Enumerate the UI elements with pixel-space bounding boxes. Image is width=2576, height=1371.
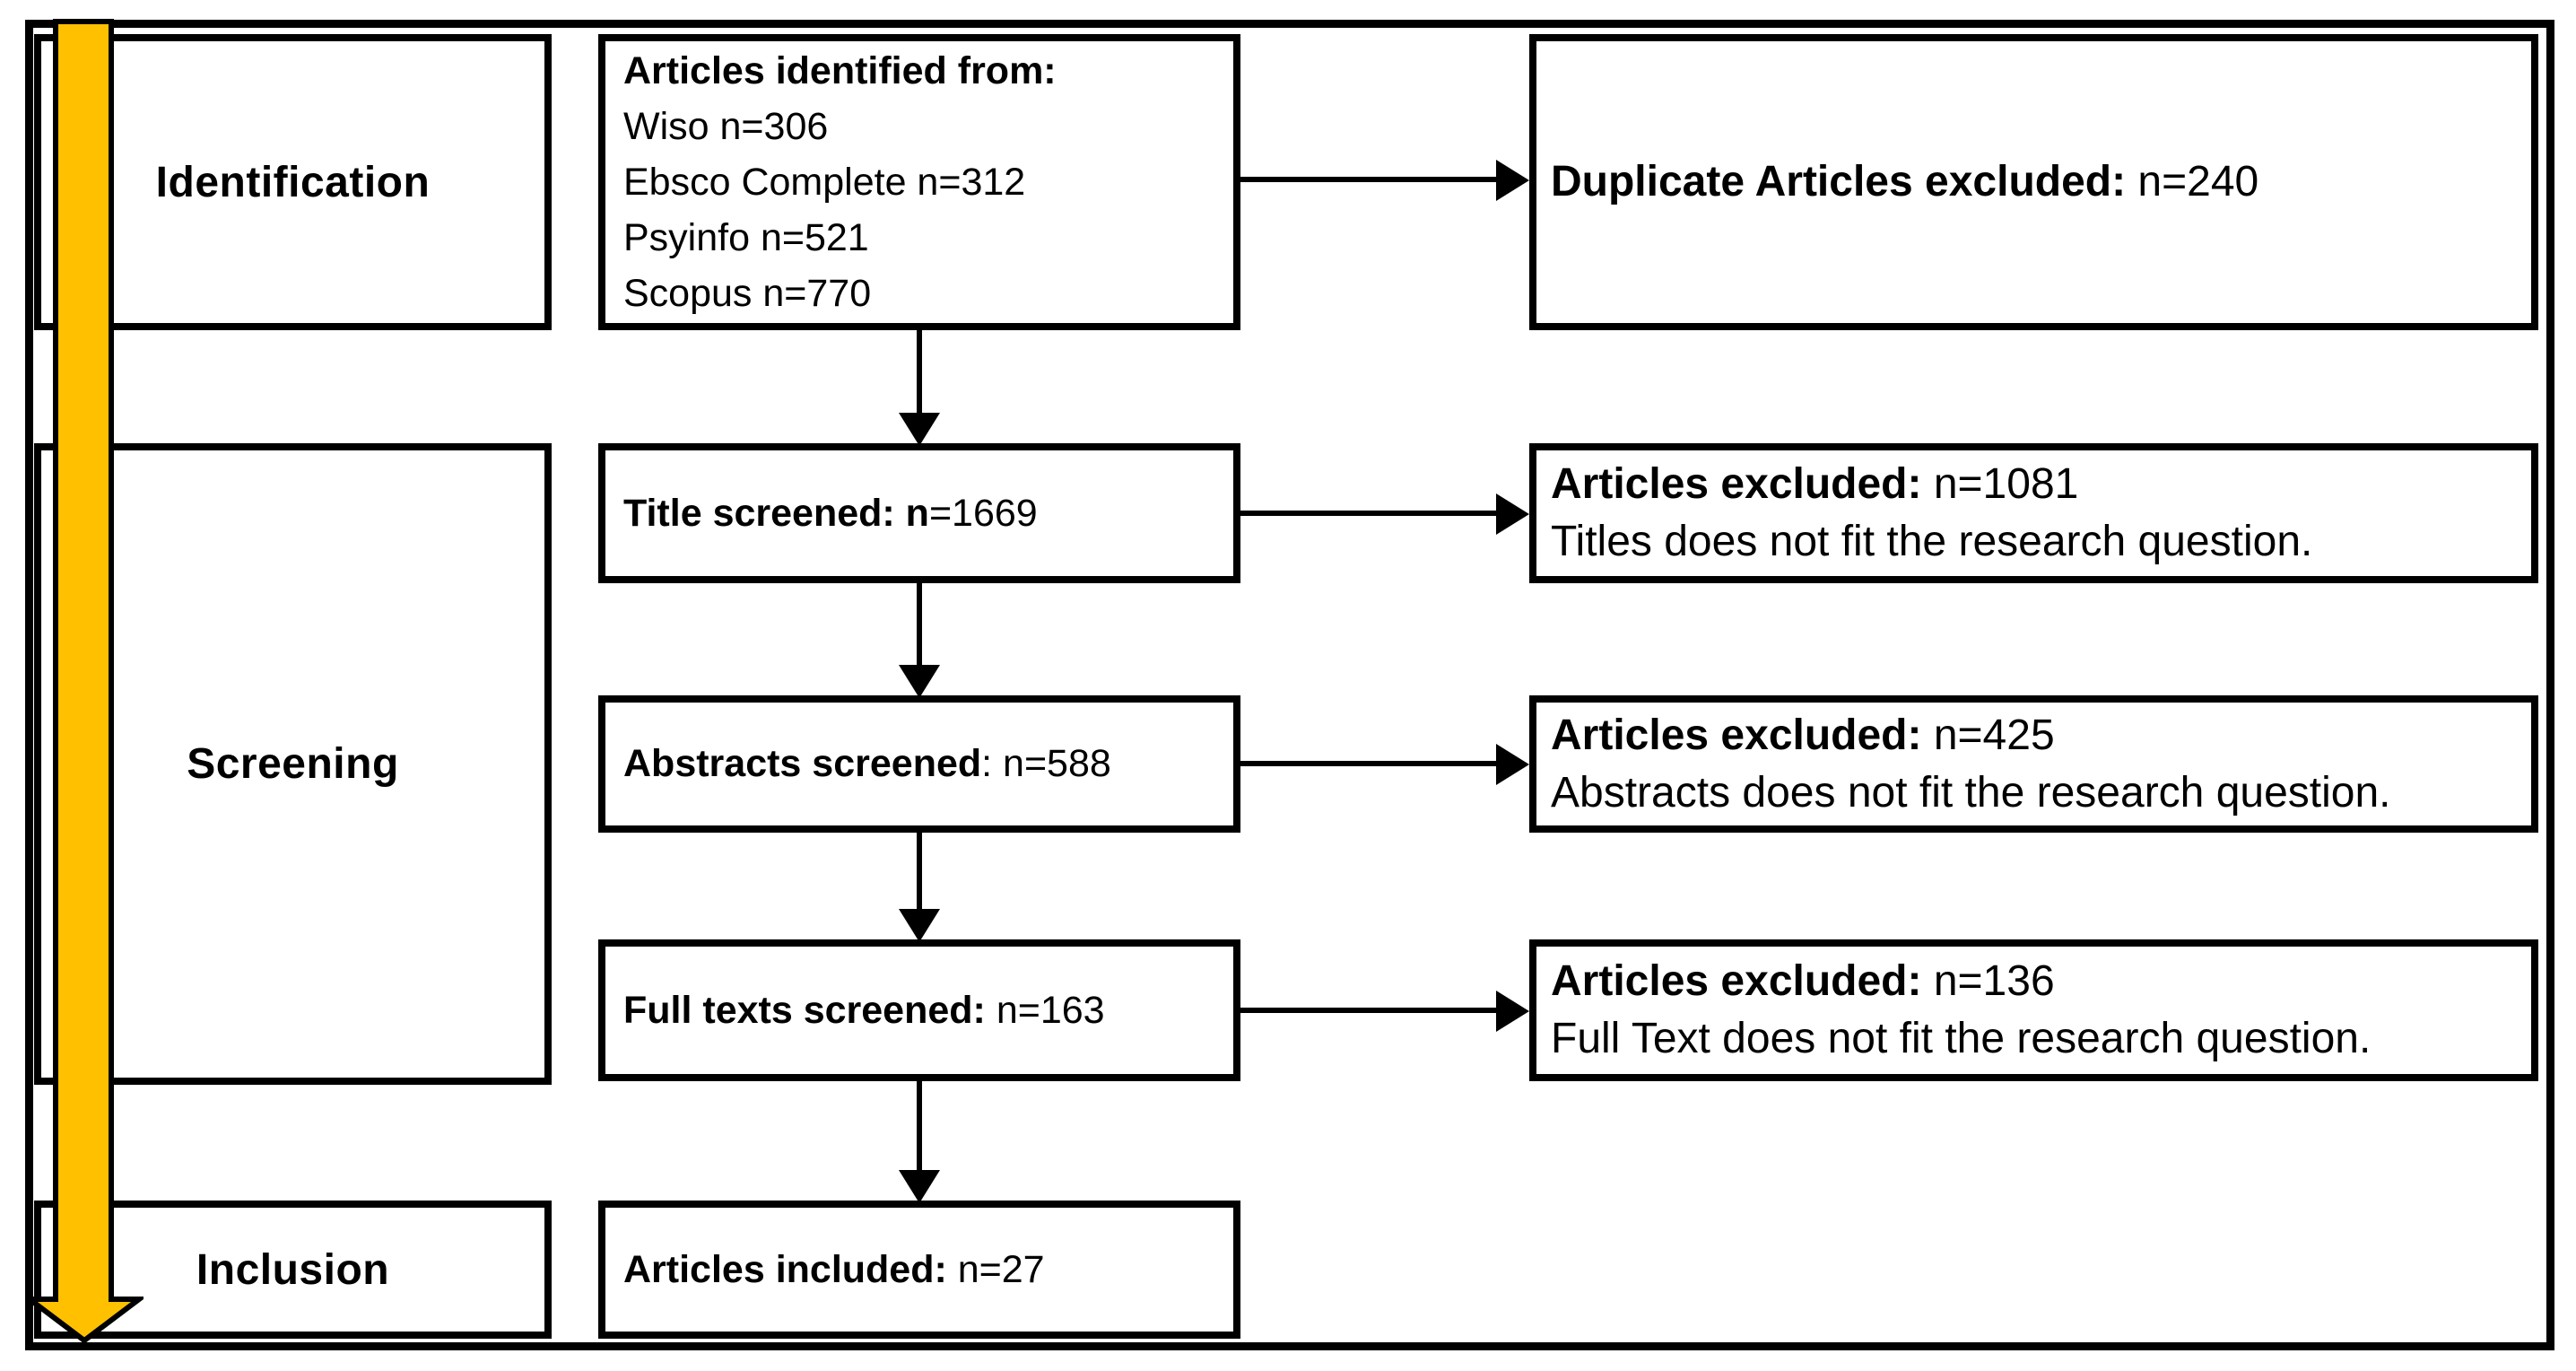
arrowhead-right-2-icon xyxy=(1496,493,1529,535)
abstracts-excluded-reason: Abstracts does not fit the research ques… xyxy=(1551,768,2391,816)
box-title-screened: Title screened: n=1669 xyxy=(598,443,1240,583)
box-fulltexts-screened: Full texts screened: n=163 xyxy=(598,939,1240,1081)
identified-source-ebsco: Ebsco Complete n=312 xyxy=(623,161,1026,204)
duplicates-excluded-text: Duplicate Articles excluded: n=240 xyxy=(1551,158,2259,205)
box-fulltext-excluded: Articles excluded: n=136 Full Text does … xyxy=(1529,939,2538,1081)
connector-fulltexts-to-excluded xyxy=(1240,1008,1496,1013)
connector-identified-to-title xyxy=(917,330,922,413)
stage-label-screening: Screening xyxy=(187,740,399,788)
box-articles-identified: Articles identified from: Wiso n=306 Ebs… xyxy=(598,34,1240,330)
connector-title-to-abstracts xyxy=(917,583,922,665)
fulltext-excluded-reason: Full Text does not fit the research ques… xyxy=(1551,1015,2371,1062)
connector-fulltexts-to-included xyxy=(917,1081,922,1170)
diagram-outer-border xyxy=(25,20,2554,1350)
abstracts-screened-text: Abstracts screened: n=588 xyxy=(623,742,1111,785)
articles-included-text: Articles included: n=27 xyxy=(623,1247,1045,1291)
stage-flow-down-arrow xyxy=(25,19,144,1344)
box-abstracts-screened: Abstracts screened: n=588 xyxy=(598,695,1240,833)
box-abstracts-excluded: Articles excluded: n=425 Abstracts does … xyxy=(1529,695,2538,833)
stage-box-identification: Identification xyxy=(34,34,552,330)
stage-box-screening: Screening xyxy=(34,443,552,1085)
fulltexts-screened-text: Full texts screened: n=163 xyxy=(623,988,1105,1032)
arrowhead-down-4-icon xyxy=(899,1170,940,1203)
arrowhead-down-2-icon xyxy=(899,665,940,698)
arrowhead-right-4-icon xyxy=(1496,991,1529,1032)
identified-source-psyinfo: Psyinfo n=521 xyxy=(623,216,869,259)
box-titles-excluded: Articles excluded: n=1081 Titles does no… xyxy=(1529,443,2538,583)
arrowhead-down-3-icon xyxy=(899,909,940,942)
connector-abstracts-to-excluded xyxy=(1240,761,1496,766)
abstracts-excluded-count: Articles excluded: n=425 xyxy=(1551,711,2055,759)
identified-title: Articles identified from: xyxy=(623,49,1057,92)
connector-abstracts-to-fulltexts xyxy=(917,833,922,909)
box-articles-included: Articles included: n=27 xyxy=(598,1201,1240,1339)
identified-source-scopus: Scopus n=770 xyxy=(623,272,872,315)
arrowhead-right-3-icon xyxy=(1496,744,1529,785)
box-duplicates-excluded: Duplicate Articles excluded: n=240 xyxy=(1529,34,2538,330)
stage-label-inclusion: Inclusion xyxy=(196,1245,390,1294)
identified-source-wiso: Wiso n=306 xyxy=(623,105,829,148)
fulltext-excluded-count: Articles excluded: n=136 xyxy=(1551,957,2055,1005)
arrowhead-right-1-icon xyxy=(1496,160,1529,201)
connector-identified-to-duplicates xyxy=(1240,177,1496,182)
titles-excluded-reason: Titles does not fit the research questio… xyxy=(1551,518,2313,565)
titles-excluded-count: Articles excluded: n=1081 xyxy=(1551,460,2079,508)
connector-title-to-excluded xyxy=(1240,511,1496,516)
title-screened-text: Title screened: n=1669 xyxy=(623,491,1038,535)
stage-label-identification: Identification xyxy=(155,158,431,206)
arrowhead-down-1-icon xyxy=(899,413,940,446)
